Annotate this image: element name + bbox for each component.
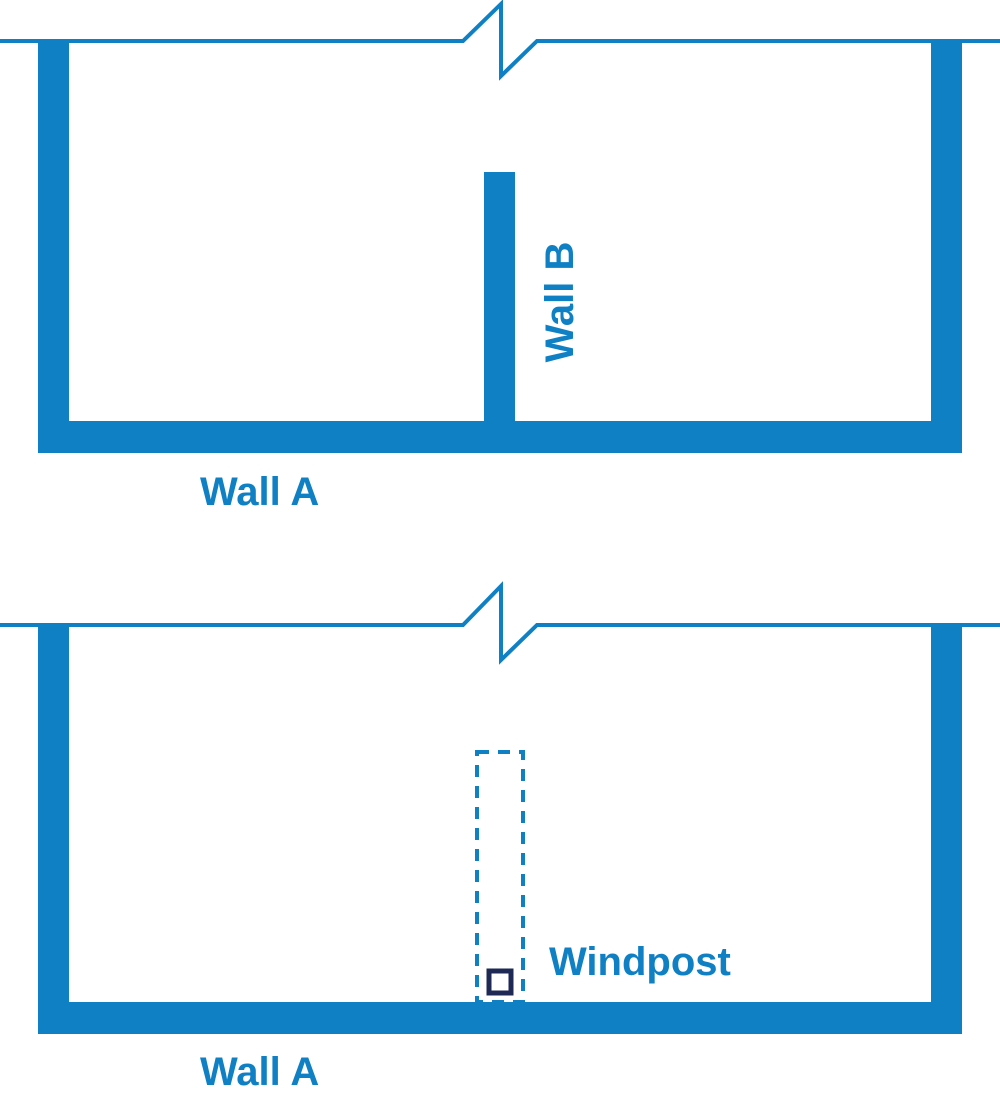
top-wall-a-label: Wall A — [200, 470, 319, 514]
removed-wall-dashed-outline — [475, 750, 525, 1004]
windpost-square-icon — [486, 968, 514, 996]
bottom-left-wall — [38, 625, 69, 1034]
bottom-wall-a — [38, 1002, 962, 1034]
top-diagram: Wall B Wall A — [0, 0, 1000, 514]
windpost-label: Windpost — [549, 940, 731, 984]
bottom-break-line-icon — [0, 581, 1000, 665]
wall-b — [484, 172, 515, 428]
top-break-line-icon — [0, 0, 1000, 81]
bottom-diagram: Windpost Wall A — [0, 581, 1000, 1094]
top-left-wall — [38, 41, 69, 453]
wall-b-label: Wall B — [538, 242, 582, 363]
bottom-right-wall — [931, 625, 962, 1034]
top-right-wall — [931, 41, 962, 453]
bottom-wall-a-label: Wall A — [200, 1050, 319, 1094]
